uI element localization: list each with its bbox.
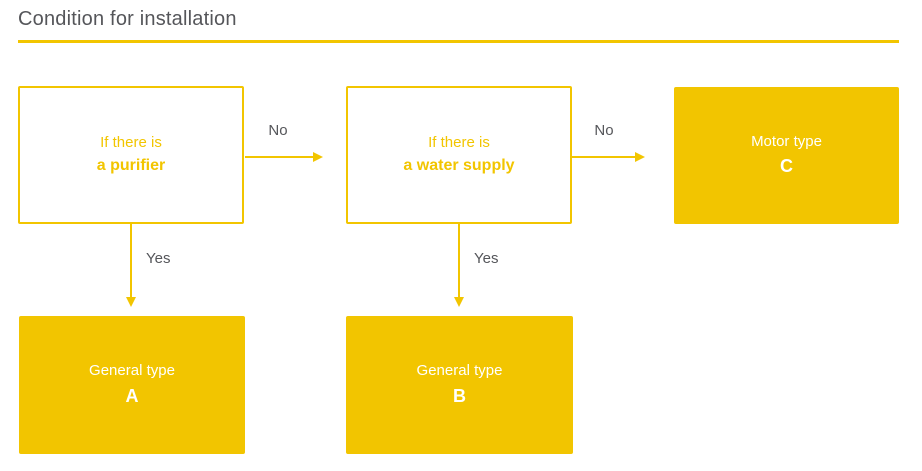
decision-box-purifier: If there is a purifier	[18, 86, 244, 224]
arrow-right-icon-1	[245, 152, 323, 162]
no-label-1: No	[268, 122, 288, 139]
decision-box-water-supply-line2: a water supply	[403, 157, 515, 175]
arrow-right-icon-2	[572, 152, 645, 162]
yes-label-2: Yes	[474, 250, 499, 267]
outcome-box-c-line1: Motor type	[751, 132, 822, 150]
no-label-2: No	[594, 122, 614, 139]
outcome-box-b-line2: B	[453, 385, 466, 406]
outcome-box-general-type-a: General type A	[19, 316, 245, 454]
decision-box-purifier-line1: If there is	[100, 133, 162, 151]
yes-label-1: Yes	[146, 250, 171, 267]
title-underline	[18, 40, 899, 43]
decision-box-water-supply-line1: If there is	[428, 133, 490, 151]
decision-box-purifier-line2: a purifier	[96, 157, 166, 175]
decision-box-water-supply: If there is a water supply	[346, 86, 572, 224]
outcome-box-b-line1: General type	[416, 362, 503, 380]
outcome-box-general-type-b: General type B	[346, 316, 573, 454]
outcome-box-c-line2: C	[780, 156, 793, 177]
arrow-down-icon-2	[454, 224, 464, 307]
outcome-box-a-line2: A	[125, 385, 139, 406]
outcome-box-a-line1: General type	[89, 362, 175, 380]
arrow-down-icon-1	[126, 224, 136, 307]
outcome-box-motor-type-c: Motor type C	[674, 87, 899, 224]
page-title: Condition for installation	[18, 8, 237, 30]
